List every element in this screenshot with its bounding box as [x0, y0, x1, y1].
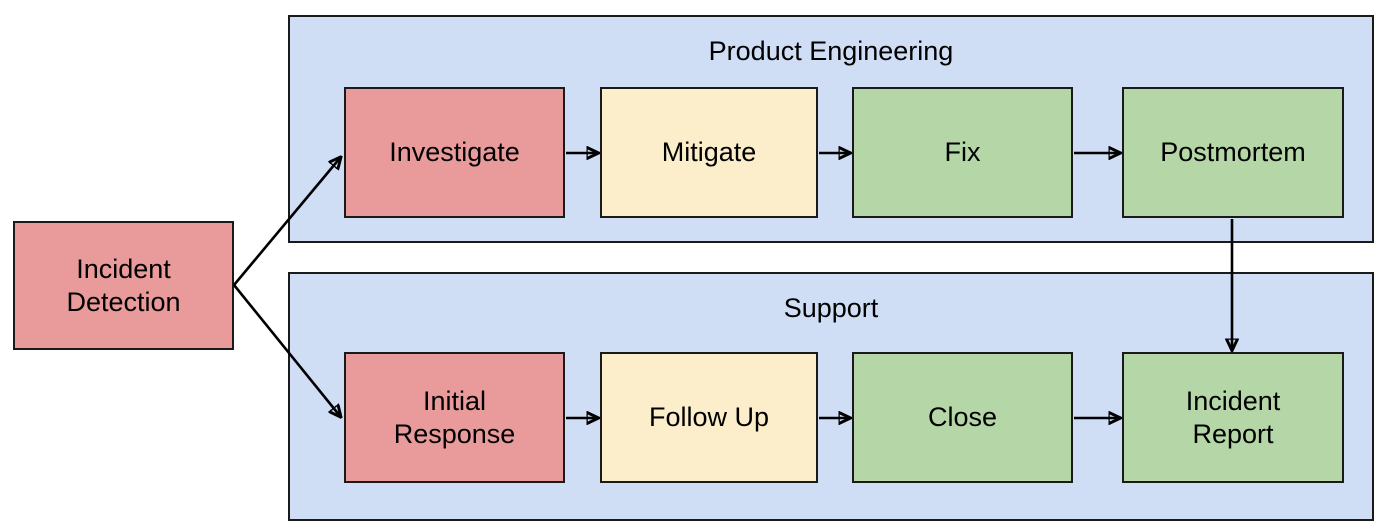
- node-close-label: Close: [927, 402, 998, 432]
- node-incident-report[interactable]: Incident Report: [1122, 352, 1344, 483]
- swimlane-product-engineering-title: Product Engineering: [708, 36, 954, 66]
- swimlane-support-title: Support: [783, 293, 879, 323]
- node-fix-label: Fix: [944, 137, 981, 167]
- node-postmortem-label: Postmortem: [1160, 137, 1306, 167]
- node-mitigate[interactable]: Mitigate: [600, 87, 818, 218]
- node-incident-detection-label-line1: Incident: [76, 253, 171, 284]
- node-close[interactable]: Close: [852, 352, 1073, 483]
- node-initial-response[interactable]: Initial Response: [344, 352, 565, 483]
- node-initial-response-label-line1: Initial: [422, 385, 487, 416]
- node-mitigate-label: Mitigate: [661, 137, 757, 167]
- node-follow-up-label: Follow Up: [648, 402, 770, 432]
- node-investigate-label: Investigate: [389, 137, 520, 167]
- node-incident-report-label-line1: Incident: [1185, 385, 1281, 416]
- node-incident-detection[interactable]: Incident Detection: [13, 221, 234, 350]
- node-incident-report-label-line2: Report: [1192, 418, 1274, 449]
- node-postmortem[interactable]: Postmortem: [1122, 87, 1344, 218]
- node-fix[interactable]: Fix: [852, 87, 1073, 218]
- node-incident-detection-label-line2: Detection: [66, 286, 181, 317]
- node-initial-response-label-line2: Response: [393, 418, 516, 449]
- node-investigate[interactable]: Investigate: [344, 87, 565, 218]
- node-follow-up[interactable]: Follow Up: [600, 352, 818, 483]
